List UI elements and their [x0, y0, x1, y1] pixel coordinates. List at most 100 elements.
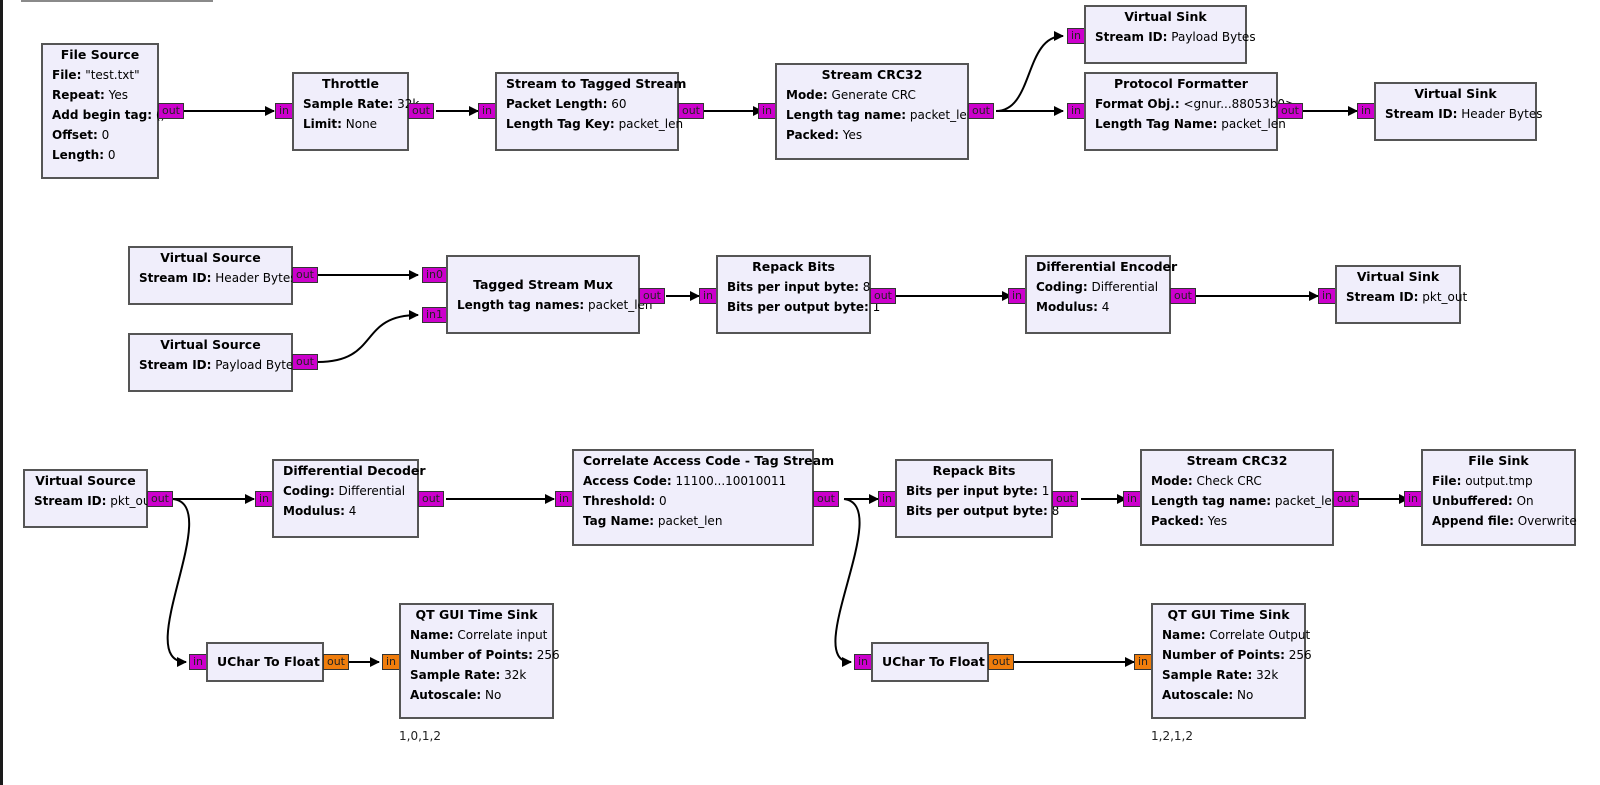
block-virtual-source-payload[interactable]: Virtual Source Stream ID: Payload Bytes [128, 333, 300, 392]
canvas-top-scroll-indicator [21, 0, 213, 2]
param-length-tag-key: Length Tag Key: packet_len [506, 117, 684, 131]
wire-correlate-uchar2[interactable] [834, 498, 861, 667]
block-title: Throttle [322, 76, 379, 91]
port-out[interactable]: out [870, 288, 896, 304]
block-qt-gui-time-sink-2[interactable]: QT GUI Time Sink Name: Correlate Output … [1151, 603, 1312, 719]
port-in[interactable]: in [275, 103, 293, 119]
block-title: Stream CRC32 [1186, 453, 1288, 468]
port-out[interactable]: out [418, 491, 444, 507]
param-autoscale: Autoscale: No [1162, 688, 1254, 702]
block-stream-to-tagged-stream[interactable]: Stream to Tagged Stream Packet Length: 6… [495, 72, 686, 151]
port-out[interactable]: out [1277, 103, 1303, 119]
param-bits-per-input: Bits per input byte: 1 [906, 484, 1050, 498]
param-stream-id: Stream ID: Payload Bytes [1095, 30, 1256, 44]
param-add-begin-tag: Add begin tag: () [52, 108, 165, 122]
port-in[interactable]: in [1318, 288, 1336, 304]
block-file-sink[interactable]: File Sink File: output.tmp Unbuffered: O… [1421, 449, 1577, 546]
port-in[interactable]: in [1008, 288, 1026, 304]
param-number-of-points: Number of Points: 256 [410, 648, 560, 662]
block-title: File Sink [1468, 453, 1529, 468]
block-title: UChar To Float [217, 654, 320, 669]
block-title: QT GUI Time Sink [1167, 607, 1290, 622]
port-out[interactable]: out [639, 288, 665, 304]
port-in[interactable]: in [878, 491, 896, 507]
port-out[interactable]: out [968, 103, 994, 119]
block-differential-encoder[interactable]: Differential Encoder Coding: Differentia… [1025, 255, 1177, 334]
block-repack-bits-2[interactable]: Repack Bits Bits per input byte: 1 Bits … [895, 459, 1060, 538]
port-out[interactable]: out [292, 354, 318, 370]
param-mode: Mode: Generate CRC [786, 88, 916, 102]
block-title: Virtual Source [160, 337, 261, 352]
port-out[interactable]: out [292, 267, 318, 283]
block-virtual-sink-pkt[interactable]: Virtual Sink Stream ID: pkt_out [1335, 265, 1467, 324]
port-in[interactable]: in [758, 103, 776, 119]
port-in0[interactable]: in0 [422, 267, 447, 283]
param-unbuffered: Unbuffered: On [1432, 494, 1534, 508]
block-correlate-access-code[interactable]: Correlate Access Code - Tag Stream Acces… [572, 449, 834, 546]
block-stream-crc32-generate[interactable]: Stream CRC32 Mode: Generate CRC Length t… [775, 63, 974, 160]
param-append-file: Append file: Overwrite [1432, 514, 1577, 528]
port-in[interactable]: in [189, 654, 207, 670]
port-out[interactable]: out [1052, 491, 1078, 507]
port-in1[interactable]: in1 [422, 307, 447, 323]
port-in[interactable]: in [1134, 654, 1152, 670]
param-autoscale: Autoscale: No [410, 688, 502, 702]
port-in[interactable]: in [555, 491, 573, 507]
block-stream-crc32-check[interactable]: Stream CRC32 Mode: Check CRC Length tag … [1140, 449, 1340, 546]
block-title: QT GUI Time Sink [415, 607, 538, 622]
block-title: Virtual Source [160, 250, 261, 265]
port-in[interactable]: in [478, 103, 496, 119]
param-sample-rate: Sample Rate: 32k [1162, 668, 1279, 682]
param-bits-per-output: Bits per output byte: 8 [906, 504, 1060, 518]
port-out[interactable]: out [408, 103, 434, 119]
param-file: File: "test.txt" [52, 68, 140, 82]
port-out[interactable]: out [813, 491, 839, 507]
wire-vsrcpayload-mux[interactable] [317, 310, 419, 363]
port-in[interactable]: in [1067, 28, 1085, 44]
port-in[interactable]: in [699, 288, 717, 304]
port-out[interactable]: out [147, 491, 173, 507]
block-title: Repack Bits [932, 463, 1016, 478]
block-uchar-to-float-2[interactable]: UChar To Float [871, 642, 989, 682]
block-virtual-sink-header[interactable]: Virtual Sink Stream ID: Header Bytes [1374, 82, 1542, 141]
port-out[interactable]: out [323, 654, 349, 670]
param-length-tag-name: Length tag name: packet_len [1151, 494, 1340, 508]
port-in[interactable]: in [382, 654, 400, 670]
block-virtual-source-header[interactable]: Virtual Source Stream ID: Header Bytes [128, 246, 296, 305]
port-in[interactable]: in [1404, 491, 1422, 507]
param-modulus: Modulus: 4 [283, 504, 357, 518]
port-out[interactable]: out [1170, 288, 1196, 304]
port-in[interactable]: in [854, 654, 872, 670]
param-number-of-points: Number of Points: 256 [1162, 648, 1312, 662]
block-title: Virtual Sink [1414, 86, 1497, 101]
block-tagged-stream-mux[interactable]: Tagged Stream Mux Length tag names: pack… [446, 255, 653, 334]
param-format-obj: Format Obj.: <gnur...88053b0> [1095, 97, 1296, 111]
port-out[interactable]: out [988, 654, 1014, 670]
port-out[interactable]: out [678, 103, 704, 119]
block-title: Virtual Sink [1356, 269, 1440, 284]
port-in[interactable]: in [1067, 103, 1085, 119]
block-title: Repack Bits [752, 259, 835, 274]
block-virtual-source-pkt[interactable]: Virtual Source Stream ID: pkt_out [23, 469, 155, 528]
port-out[interactable]: out [158, 103, 184, 119]
block-repack-bits-1[interactable]: Repack Bits Bits per input byte: 8 Bits … [716, 255, 880, 334]
block-protocol-formatter[interactable]: Protocol Formatter Format Obj.: <gnur...… [1084, 72, 1296, 151]
wire-crcgen-vsinkpayload[interactable] [995, 31, 1064, 112]
param-repeat: Repeat: Yes [52, 88, 128, 102]
block-file-source[interactable]: File Source File: "test.txt" Repeat: Yes… [41, 43, 165, 179]
block-uchar-to-float-1[interactable]: UChar To Float [206, 642, 324, 682]
param-bits-per-input: Bits per input byte: 8 [727, 280, 871, 294]
param-sample-rate: Sample Rate: 32k [303, 97, 419, 111]
block-throttle[interactable]: Throttle Sample Rate: 32k Limit: None [292, 72, 419, 151]
block-title: Protocol Formatter [1114, 76, 1248, 91]
block-qt-gui-time-sink-1[interactable]: QT GUI Time Sink Name: Correlate input N… [399, 603, 560, 719]
block-differential-decoder[interactable]: Differential Decoder Coding: Differentia… [272, 459, 426, 538]
block-virtual-sink-payload[interactable]: Virtual Sink Stream ID: Payload Bytes [1084, 5, 1256, 64]
port-in[interactable]: in [1357, 103, 1375, 119]
port-in[interactable]: in [1123, 491, 1141, 507]
port-in[interactable]: in [255, 491, 273, 507]
wire-vsrcpkt-uchar1[interactable] [166, 498, 191, 667]
param-packed: Packed: Yes [786, 128, 863, 142]
port-out[interactable]: out [1333, 491, 1359, 507]
